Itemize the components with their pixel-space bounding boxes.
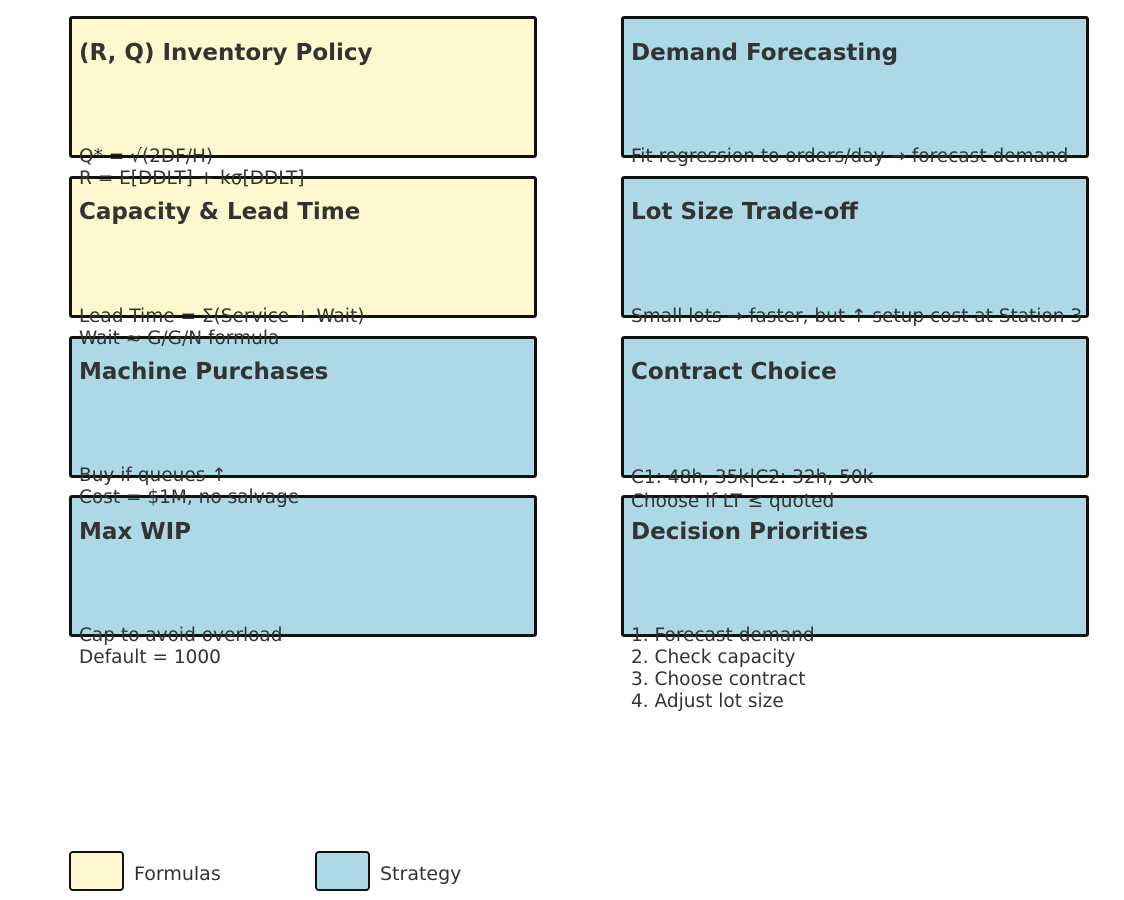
card-title: Capacity & Lead Time: [79, 199, 361, 225]
card-text-line: 4. Adjust lot size: [631, 691, 784, 712]
card-capacity-lead-time: [69, 176, 537, 318]
card-text-line: Cost = $1M, no salvage: [79, 487, 300, 508]
card-title: Demand Forecasting: [631, 40, 899, 66]
card-text-line: 1. Forecast demand: [631, 625, 815, 646]
card-demand-forecasting: [621, 16, 1089, 158]
card-max-wip: [69, 495, 537, 637]
card-title: Machine Purchases: [79, 359, 329, 385]
card-lot-size-tradeoff: [621, 176, 1089, 318]
legend-swatch-strategy: [315, 851, 370, 891]
card-title: Max WIP: [79, 519, 192, 545]
card-text-line: Choose if LT ≤ quoted: [631, 491, 835, 512]
card-title: Decision Priorities: [631, 519, 869, 545]
card-text-line: 3. Choose contract: [631, 669, 806, 690]
card-machine-purchases: [69, 336, 537, 478]
card-title: Lot Size Trade-off: [631, 199, 858, 225]
legend-swatch-formulas: [69, 851, 124, 891]
card-title: (R, Q) Inventory Policy: [79, 40, 373, 66]
card-text-line: Lead Time = Σ(Service + Wait): [79, 306, 365, 327]
card-text-line: Q* = √(2DF/H): [79, 146, 214, 167]
card-text-line: Small lots → faster, but ↑ setup cost at…: [631, 306, 1083, 327]
card-text-line: Default = 1000: [79, 647, 221, 668]
card-text-line: R = E[DDLT] + kσ[DDLT]: [79, 168, 305, 189]
card-rq-inventory-policy: [69, 16, 537, 158]
legend-label-formulas: Formulas: [134, 863, 221, 885]
card-title: Contract Choice: [631, 359, 837, 385]
card-text-line: Buy if queues ↑: [79, 465, 227, 486]
card-text-line: Cap to avoid overload: [79, 625, 283, 646]
card-text-line: Wait ≈ G/G/N formula: [79, 328, 280, 349]
card-text-line: Fit regression to orders/day → forecast …: [631, 146, 1069, 167]
card-decision-priorities: [621, 495, 1089, 637]
card-text-line: 2. Check capacity: [631, 647, 796, 668]
card-text-line: C1: 48h, 35k|C2: 32h, 50k: [631, 467, 874, 488]
legend-label-strategy: Strategy: [380, 863, 462, 885]
card-contract-choice: [621, 336, 1089, 478]
